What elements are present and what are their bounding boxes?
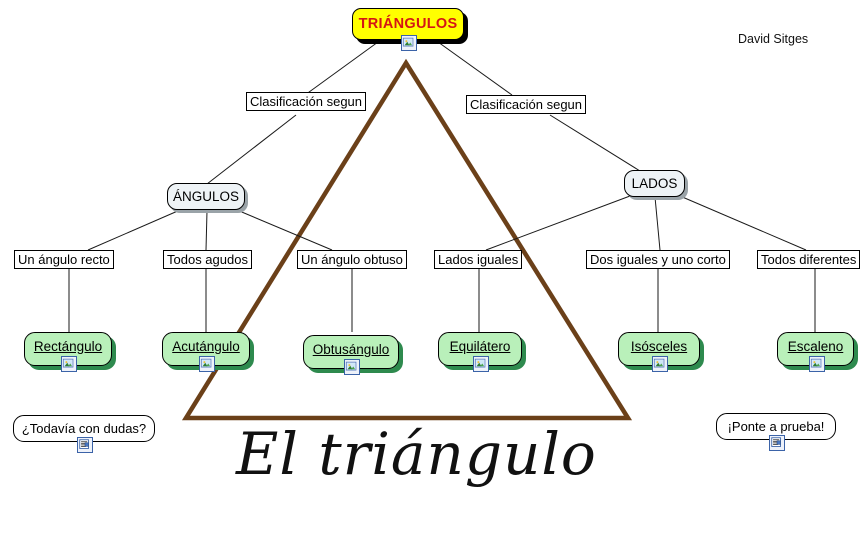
image-icon[interactable]: [473, 356, 489, 372]
condition-label-lados-iguales: Lados iguales: [434, 250, 523, 269]
leaf-node-obtusangulo[interactable]: Obtusángulo: [303, 335, 399, 375]
triangle-outline: [181, 58, 633, 421]
pill-node-todavia-con-dudas[interactable]: ¿Todavía con dudas?: [13, 415, 155, 453]
link-label-left: Clasificación segun: [246, 92, 367, 111]
edge-lados-to-diferentes: [679, 195, 807, 251]
leaf-node-obtusangulo-label[interactable]: Obtusángulo: [312, 341, 390, 357]
edge-right-label-to-lados: [549, 114, 641, 172]
mid-node-lados-label: LADOS: [631, 176, 678, 191]
edge-left-label-to-angulos: [206, 114, 297, 185]
link-label-right: Clasificación segun: [466, 95, 587, 114]
leaf-node-equilatero[interactable]: Equilátero: [438, 332, 522, 372]
pill-node-ponte-a-prueba-label: ¡Ponte a prueba!: [727, 419, 825, 434]
edge-root-to-right-label: [437, 41, 513, 96]
root-node-triangulos[interactable]: TRIÁNGULOS: [352, 8, 464, 51]
mid-node-angulos-label: ÁNGULOS: [172, 189, 240, 204]
image-icon[interactable]: [401, 35, 417, 51]
root-node-label: TRIÁNGULOS: [358, 16, 458, 32]
condition-label-un-angulo-obtuso: Un ángulo obtuso: [297, 250, 407, 269]
leaf-node-rectangulo-label[interactable]: Rectángulo: [33, 338, 103, 354]
pill-node-todavia-con-dudas-label: ¿Todavía con dudas?: [21, 421, 147, 436]
leaf-node-acutangulo-label[interactable]: Acutángulo: [172, 338, 240, 354]
author-credit: David Sitges: [738, 32, 809, 46]
leaf-node-escaleno-label[interactable]: Escaleno: [787, 338, 844, 354]
condition-label-dos-iguales-uno-corto: Dos iguales y uno corto: [586, 250, 730, 269]
leaf-node-equilatero-label[interactable]: Equilátero: [449, 338, 511, 354]
image-icon[interactable]: [809, 356, 825, 372]
edge-lados-to-dos-iguales: [654, 196, 661, 251]
edge-angulos-to-recto: [87, 209, 181, 251]
leaf-node-rectangulo[interactable]: Rectángulo: [24, 332, 112, 372]
condition-label-todos-diferentes: Todos diferentes: [757, 250, 861, 269]
mid-node-lados[interactable]: LADOS: [624, 170, 685, 197]
image-icon[interactable]: [199, 356, 215, 372]
note-icon[interactable]: [769, 435, 785, 451]
condition-label-un-angulo-recto: Un ángulo recto: [14, 250, 114, 269]
edge-lados-to-iguales: [485, 195, 631, 251]
edge-angulos-to-agudos: [205, 210, 208, 251]
image-icon[interactable]: [344, 359, 360, 375]
pill-node-ponte-a-prueba[interactable]: ¡Ponte a prueba!: [716, 413, 836, 451]
edge-angulos-to-obtuso: [236, 209, 333, 251]
note-icon[interactable]: [77, 437, 93, 453]
condition-label-todos-agudos: Todos agudos: [163, 250, 252, 269]
leaf-node-acutangulo[interactable]: Acutángulo: [162, 332, 250, 372]
leaf-node-isosceles[interactable]: Isósceles: [618, 332, 700, 372]
image-icon[interactable]: [61, 356, 77, 372]
mid-node-angulos[interactable]: ÁNGULOS: [167, 183, 245, 210]
page-title: El triángulo: [236, 420, 597, 488]
leaf-node-escaleno[interactable]: Escaleno: [777, 332, 854, 372]
leaf-node-isosceles-label[interactable]: Isósceles: [630, 338, 688, 354]
edge-root-to-left-label: [304, 41, 379, 96]
image-icon[interactable]: [652, 356, 668, 372]
